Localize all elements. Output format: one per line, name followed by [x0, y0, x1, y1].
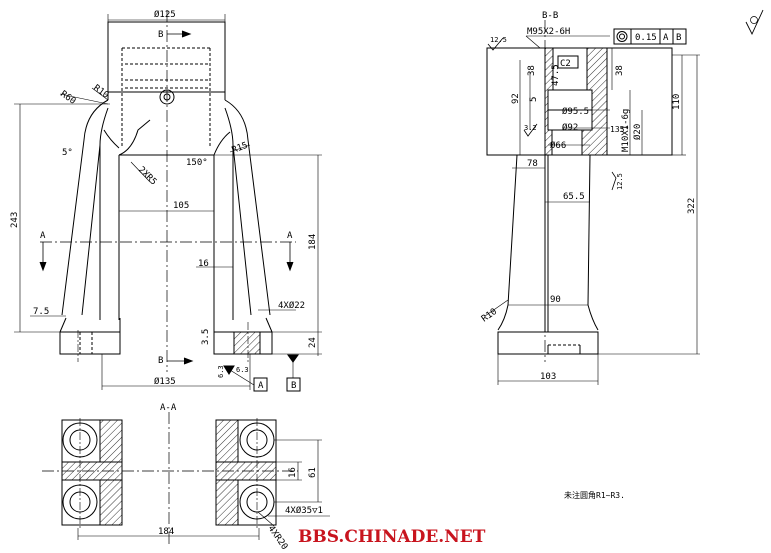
dim-3-5: 3.5	[201, 329, 211, 345]
dim-92-left: 92	[511, 93, 521, 104]
rough-3-2: 3.2	[524, 124, 537, 132]
rough-12-5-top: 12.5	[490, 36, 507, 44]
tolerance-value: 0.15	[635, 33, 657, 43]
rough-6-3-left: 6.3	[217, 365, 225, 378]
dia-20: Ø20	[632, 124, 643, 140]
datum-b-label: B	[291, 381, 296, 391]
section-a-right: A	[287, 231, 293, 241]
section-b-bottom: B	[158, 356, 163, 366]
section-bb-labels: B-B M95X2-6H 0.15 A B 12.5 38 47.5 C2 38…	[480, 11, 697, 382]
counterbore-4x35: 4XØ35▽1	[285, 505, 323, 516]
angle-5: 5°	[62, 148, 73, 158]
dim-47-5: 47.5	[551, 64, 561, 86]
dim-24: 24	[308, 337, 318, 348]
section-aa-title: A-A	[160, 403, 177, 413]
section-bb-title: B-B	[542, 11, 558, 21]
radius-r10-bb: R10	[480, 307, 499, 325]
dia-66: Ø66	[550, 140, 566, 151]
dia-95-5: Ø95.5	[562, 106, 589, 117]
datum-a-label: A	[258, 381, 264, 391]
dim-105: 105	[173, 201, 189, 211]
dim-38-right: 38	[615, 65, 625, 76]
tolerance-ref-b: B	[676, 33, 681, 43]
dim-103: 103	[540, 372, 556, 382]
dim-5: 5	[529, 97, 539, 102]
dim-243: 243	[10, 212, 20, 228]
dia-92: Ø92	[562, 122, 578, 133]
chamfer-c2: C2	[560, 59, 571, 69]
thread-m10: M10X1-6g	[621, 109, 631, 152]
dim-dia-135: Ø135	[154, 376, 176, 387]
angle-135: 135°	[610, 125, 629, 134]
holes-4x22: 4XØ22	[278, 300, 305, 311]
dim-184-aa: 184	[158, 527, 174, 537]
front-view	[14, 10, 322, 392]
chamfer-c2-box	[557, 55, 579, 69]
fillet-2xr5: 2XR5	[136, 165, 158, 187]
tolerance-frame	[613, 28, 687, 45]
chamfer-4xr20: 4XR20	[266, 524, 290, 552]
dim-110: 110	[672, 94, 682, 110]
thread-m95: M95X2-6H	[527, 27, 570, 37]
front-view-labels: Ø125 B R60 R10 5° R15 2XR5 150° 105 243 …	[10, 9, 318, 391]
rough-6-3-right: 6.3	[236, 366, 249, 374]
datum-a-box	[253, 377, 268, 392]
dim-90: 90	[550, 295, 561, 305]
section-a-left: A	[40, 231, 46, 241]
dim-38-left: 38	[527, 65, 537, 76]
section-b-top: B	[158, 30, 163, 40]
datum-b-box	[286, 377, 301, 392]
concentricity-icon	[616, 31, 628, 42]
tolerance-ref-a: A	[663, 33, 669, 43]
radius-r10: R10	[91, 83, 110, 101]
dim-61: 61	[308, 467, 318, 478]
dim-184-front: 184	[308, 234, 318, 250]
watermark: BBS.CHINADE.NET	[298, 527, 486, 547]
dim-322: 322	[687, 198, 697, 214]
roughness-check-icon	[745, 9, 764, 36]
fillet-note: 未注圆角R1~R3.	[564, 490, 625, 500]
angle-150: 150°	[186, 158, 208, 168]
top-boss-outline	[107, 21, 226, 93]
dim-7-5: 7.5	[33, 307, 49, 317]
section-aa-view	[42, 412, 330, 545]
dim-78: 78	[527, 159, 538, 169]
dim-dia-125: Ø125	[154, 9, 176, 20]
dim-16-front: 16	[198, 259, 209, 269]
rough-12-5-mid: 12.5	[616, 173, 624, 190]
section-bb-view	[484, 9, 764, 385]
dim-65-5: 65.5	[563, 192, 585, 202]
left-foot	[59, 331, 121, 355]
dim-16-aa: 16	[288, 467, 298, 478]
